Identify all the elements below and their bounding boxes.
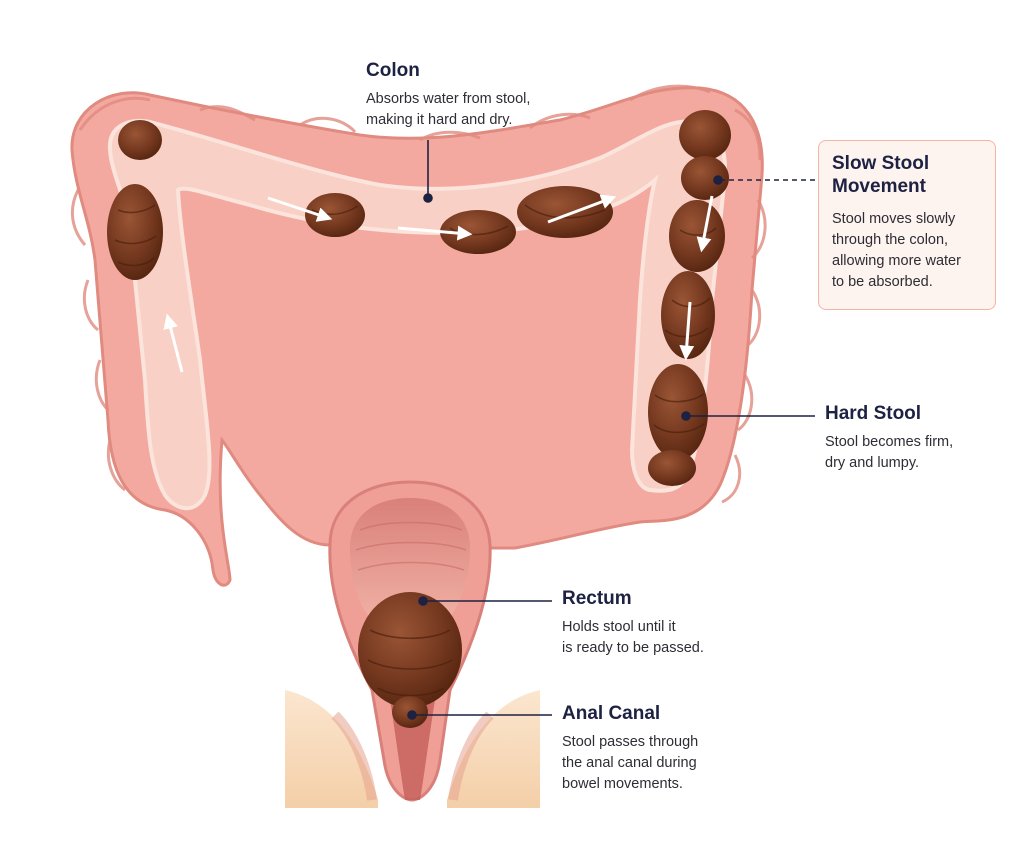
stool	[679, 110, 731, 160]
stool	[681, 156, 729, 200]
colon-description-line: Absorbs water from stool,	[366, 90, 531, 107]
slow-stool-description-line: allowing more water	[832, 252, 961, 269]
arrow	[679, 301, 695, 361]
anal-canal-description-line: bowel movements.	[562, 775, 683, 792]
stool	[440, 210, 516, 254]
slow-stool-title: Slow Stool Movement	[832, 153, 983, 199]
rectum-description-line: is ready to be passed.	[562, 639, 704, 656]
anal-canal-description-line: Stool passes through	[562, 733, 699, 750]
stool	[648, 364, 708, 460]
hard-stool-description-line: dry and lumpy.	[825, 454, 920, 471]
slow-stool-title-line: Slow Stool	[832, 153, 930, 174]
slow-stool-callout: Slow Stool Movement Stool moves slowly t…	[818, 140, 996, 310]
stool	[118, 120, 162, 160]
arrow	[163, 313, 184, 373]
anal-canal-description: Stool passes through the anal canal duri…	[562, 732, 762, 795]
hard-stool-description: Stool becomes firm, dry and lumpy.	[825, 432, 1015, 474]
leader-dot-rectum	[418, 596, 428, 606]
stool	[358, 592, 462, 708]
leader-dot-anal	[407, 710, 417, 720]
slow-stool-description-line: to be absorbed.	[832, 273, 933, 290]
slow-stool-description-line: through the colon,	[832, 231, 949, 248]
colon-title: Colon	[366, 60, 420, 81]
stool	[648, 450, 696, 486]
colon-label: Colon Absorbs water from stool, making i…	[366, 60, 606, 131]
anal-canal-description-line: the anal canal during	[562, 754, 697, 771]
leader-dot-hard	[681, 411, 691, 421]
slow-stool-title-line: Movement	[832, 175, 926, 197]
leader-dot-colon	[423, 193, 433, 203]
rectum-label: Rectum Holds stool until it is ready to …	[562, 588, 762, 659]
colon-description-line: making it hard and dry.	[366, 111, 513, 128]
hard-stool-description-line: Stool becomes firm,	[825, 433, 954, 450]
slow-stool-description: Stool moves slowly through the colon, al…	[832, 209, 983, 293]
stool	[305, 193, 365, 237]
stool-pieces	[107, 110, 731, 728]
hard-stool-label: Hard Stool Stool becomes firm, dry and l…	[825, 403, 1015, 474]
movement-arrows	[163, 194, 714, 373]
rectum-title: Rectum	[562, 588, 632, 609]
hard-stool-title: Hard Stool	[825, 403, 922, 424]
leader-lines	[407, 140, 818, 720]
stool	[669, 200, 725, 272]
rectum-description: Holds stool until it is ready to be pass…	[562, 617, 762, 659]
anal-canal-label: Anal Canal Stool passes through the anal…	[562, 703, 762, 795]
leader-dot-slow	[713, 175, 723, 185]
arrow	[696, 195, 714, 253]
stool	[517, 186, 613, 238]
anal-canal-title: Anal Canal	[562, 703, 661, 724]
skin-region	[285, 690, 540, 808]
arrow	[267, 196, 333, 222]
slow-stool-description-line: Stool moves slowly	[832, 210, 956, 227]
colon-description: Absorbs water from stool, making it hard…	[366, 89, 606, 131]
rectum-description-line: Holds stool until it	[562, 618, 676, 635]
arrow	[397, 225, 473, 241]
arrow	[547, 194, 617, 224]
